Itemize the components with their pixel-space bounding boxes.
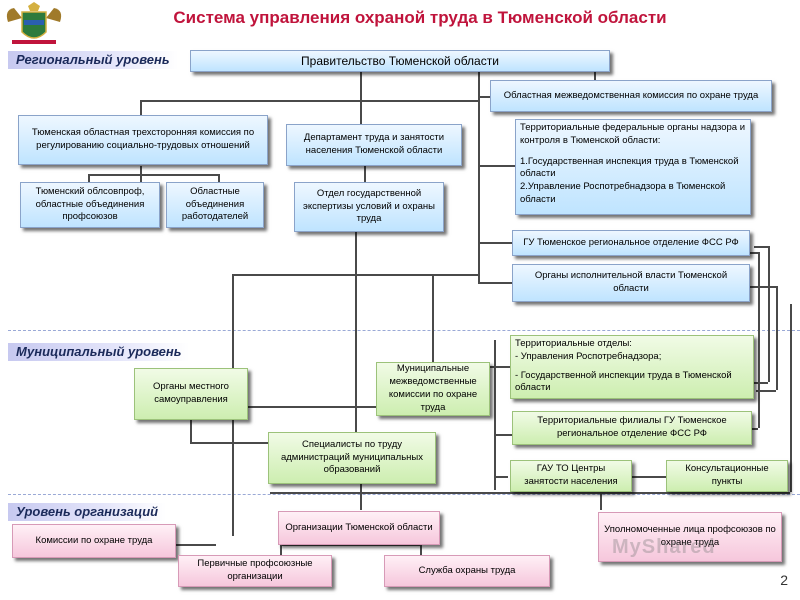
federal-bodies-item-2: 2.Управление Роспотребнадзора в Тюменско… (520, 181, 726, 206)
territorial-depts-item-1: - Управления Роспотребнадзора; (515, 350, 662, 362)
safety-service-box: Служба охраны труда (384, 555, 550, 587)
authorized-persons-box: Уполномоченные лица профсоюзов по охране… (598, 512, 782, 562)
territorial-depts-title: Территориальные отделы: (515, 338, 632, 349)
specialists-box: Специалисты по труду администраций муниц… (268, 432, 436, 484)
interdept-commission-box: Областная межведомственная комиссия по о… (490, 80, 772, 112)
page-title: Система управления охраной труда в Тюмен… (173, 8, 667, 27)
organizations-box: Организации Тюменской области (278, 511, 440, 545)
federal-bodies-title: Территориальные федеральные органы надзо… (520, 122, 746, 146)
executive-bodies-box: Органы исполнительной власти Тюменской о… (512, 264, 750, 302)
consult-points-box: Консультационные пункты (666, 460, 788, 492)
employers-box: Областные объединения работодателей (166, 182, 264, 228)
local-government-box: Органы местного самоуправления (134, 368, 248, 420)
territorial-depts-item-2: - Государственной инспекции труда в Тюме… (515, 369, 732, 394)
tripartite-commission-box: Тюменская областная трехсторонняя комисс… (18, 115, 268, 165)
employment-centers-box: ГАУ ТО Центры занятости населения (510, 460, 632, 492)
page-number: 2 (780, 572, 788, 588)
government-box: Правительство Тюменской области (190, 50, 610, 72)
municipal-organizations-separator (8, 494, 800, 495)
federal-bodies-item-1: 1.Государственная инспекция труда в Тюме… (520, 155, 739, 180)
tyumen-emblem-icon (2, 2, 66, 50)
watermark: MyShared (612, 536, 716, 558)
expertise-dept-box: Отдел государственной экспертизы условий… (294, 182, 444, 232)
regional-level-label: Региональный уровень (8, 51, 178, 69)
primary-unions-box: Первичные профсоюзные организации (178, 555, 332, 587)
commissions-box: Комиссии по охране труда (12, 524, 176, 558)
municipal-commissions-box: Муниципальные межведомственные комиссии … (376, 362, 490, 416)
municipal-level-label: Муниципальный уровень (8, 343, 190, 361)
federal-bodies-box: Территориальные федеральные органы надзо… (515, 119, 751, 215)
trade-unions-box: Тюменский облсовпроф, областные объедине… (20, 182, 160, 228)
organizations-level-label: Уровень организаций (8, 503, 167, 521)
territorial-depts-box: Территориальные отделы: - Управления Рос… (510, 335, 754, 399)
regional-municipal-separator (8, 330, 800, 331)
fss-office-box: ГУ Тюменское региональное отделение ФСС … (512, 230, 750, 256)
labor-department-box: Департамент труда и занятости населения … (286, 124, 462, 166)
fss-branches-box: Территориальные филиалы ГУ Тюменское рег… (512, 411, 752, 445)
